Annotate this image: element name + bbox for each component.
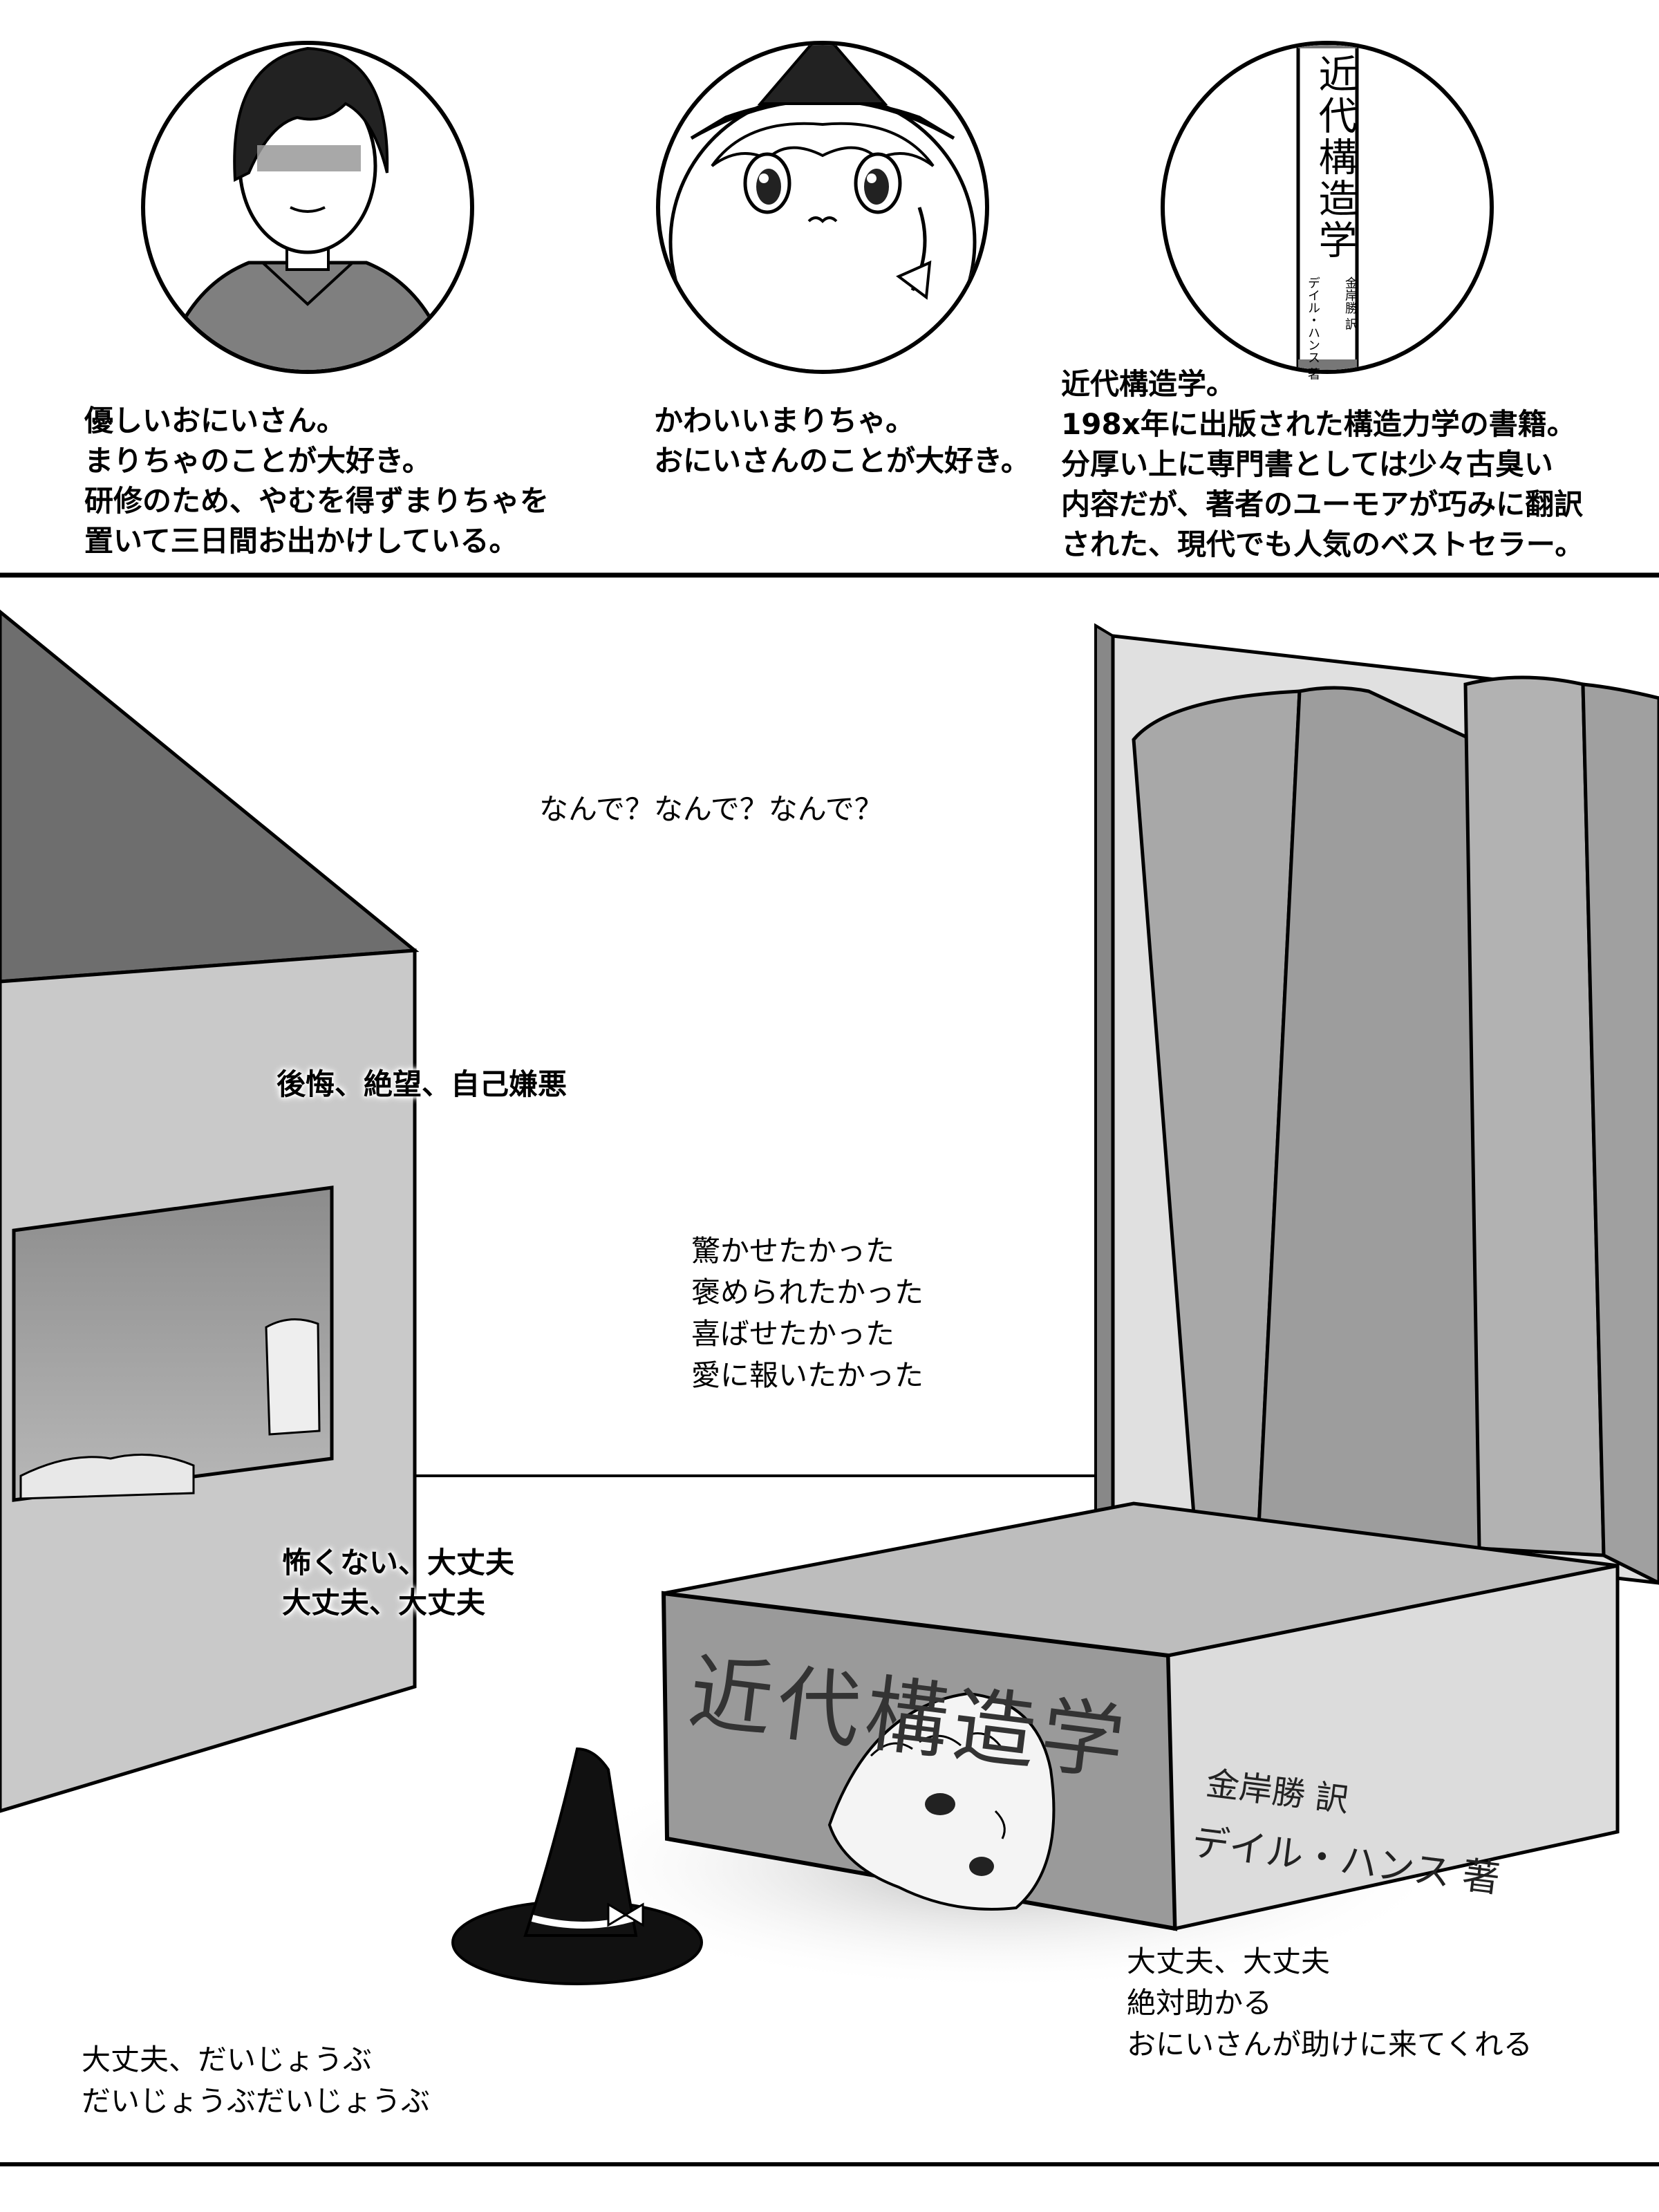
caption-onii-san: 優しいおにいさん。 まりちゃのことが大好き。 研修のため、やむを得ずまりちゃを … bbox=[84, 404, 550, 558]
portrait-marisa bbox=[656, 41, 989, 374]
caption-marisa: かわいいまりちゃ。 おにいさんのことが大好き。 bbox=[654, 404, 1030, 478]
house bbox=[0, 609, 420, 1813]
house-window bbox=[12, 1185, 334, 1502]
monologue-rescue: 大丈夫、大丈夫 絶対助かる おにいさんが助けに来てくれる bbox=[1127, 1944, 1533, 2061]
portrait-book bbox=[1161, 41, 1494, 374]
portrait-onii-san bbox=[141, 41, 474, 374]
bottom-border bbox=[0, 2162, 1659, 2166]
monologue-why: なんで？なんで？なんで？ bbox=[539, 792, 883, 826]
caption-book: 近代構造学。 198x年に出版された構造力学の書籍。 分厚い上に専門書としては少… bbox=[1061, 367, 1584, 561]
witch-hat bbox=[451, 1747, 703, 1985]
bookshelf-books bbox=[1094, 623, 1659, 1585]
spine-translator: 金岸勝 訳 bbox=[1343, 276, 1358, 330]
monologue-daijoubu: 大丈夫、だいじょうぶ だいじょうぶだいじょうぶ bbox=[82, 2043, 431, 2118]
spine-author: デイル・ハンス 著 bbox=[1306, 276, 1320, 380]
spine-title: 近代構造学 bbox=[1312, 54, 1357, 261]
crushed-marisa bbox=[827, 1691, 1056, 1911]
monologue-wanted: 驚かせたかった 褒められたかった 喜ばせたかった 愛に報いたかった bbox=[691, 1234, 924, 1392]
monologue-not-scared: 怖くない、大丈夫 大丈夫、大丈夫 bbox=[282, 1546, 515, 1620]
monologue-regret: 後悔、絶望、自己嫌悪 bbox=[276, 1067, 568, 1101]
